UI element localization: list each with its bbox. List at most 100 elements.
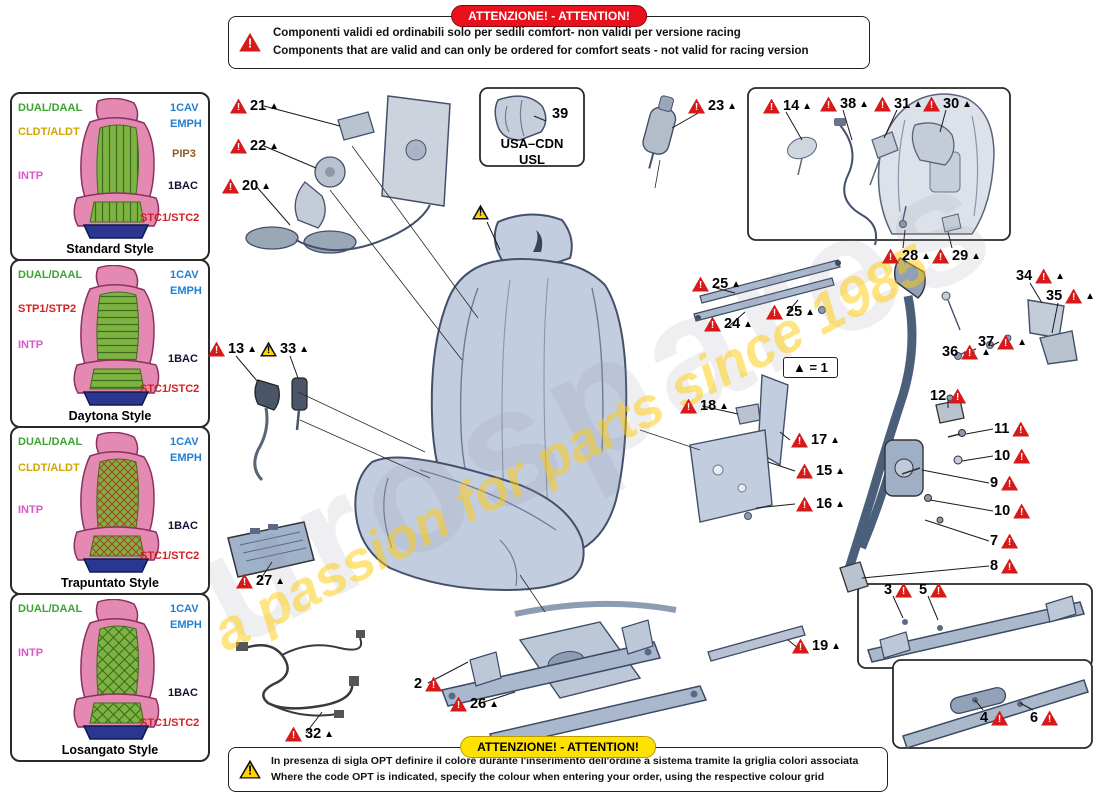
part-marker-23[interactable]: !23▲ [688, 98, 737, 114]
trim-code-label: 1BAC [168, 180, 198, 192]
part-marker-10[interactable]: 10! [994, 448, 1031, 464]
part-marker-16[interactable]: !16▲ [796, 496, 845, 512]
trim-code-label: CLDT/ALDT [18, 126, 80, 138]
part-marker-13[interactable]: !13▲ [208, 341, 257, 357]
part-marker-11[interactable]: 11! [994, 421, 1030, 437]
red-warning-triangle-icon: ! [1001, 475, 1019, 491]
part-marker-33[interactable]: !33▲ [260, 341, 309, 357]
trim-code-label: STC1/STC2 [140, 212, 200, 224]
quantity-triangle-icon: ▲ [831, 640, 842, 652]
seat-style-illustration [73, 599, 160, 740]
part-marker-14[interactable]: !14▲ [763, 98, 812, 114]
trim-code-label: 1CAV [170, 436, 199, 448]
part-marker-28[interactable]: !28▲ [882, 248, 931, 264]
part-marker-9[interactable]: 9! [990, 475, 1019, 491]
quantity-triangle-icon: ▲ [731, 278, 742, 290]
red-warning-triangle-icon: ! [930, 582, 948, 598]
quantity-triangle-icon: ▲ [962, 98, 973, 110]
trim-code-label: DUAL/DAAL [18, 269, 83, 281]
trim-code-label: 1CAV [170, 269, 199, 281]
part-marker-5[interactable]: 5! [919, 582, 948, 598]
part-marker-10[interactable]: 10! [994, 503, 1031, 519]
part-marker-8[interactable]: 8! [990, 558, 1019, 574]
part-number: 6 [1030, 710, 1039, 726]
trim-code-label: 1BAC [168, 687, 198, 699]
bottom-attention-banner: ATTENZIONE! - ATTENTION! ! In presenza d… [228, 736, 888, 792]
part-marker-6[interactable]: 6! [1030, 710, 1059, 726]
part-marker-35[interactable]: 35!▲ [1046, 288, 1095, 304]
red-warning-triangle-icon: ! [1001, 558, 1019, 574]
red-warning-triangle-icon: ! [688, 98, 705, 114]
red-warning-triangle-icon: ! [1035, 268, 1053, 284]
part-marker-38[interactable]: !38▲ [820, 96, 869, 112]
part-marker-20[interactable]: !20▲ [222, 178, 271, 194]
quantity-triangle-icon: ▲ [859, 98, 870, 110]
part-marker-24[interactable]: !24▲ [704, 316, 753, 332]
part-marker-17[interactable]: !17▲ [791, 432, 840, 448]
trim-code-label: STC1/STC2 [140, 383, 200, 395]
red-warning-triangle-icon: ! [820, 96, 837, 112]
part-number-39[interactable]: 39 [552, 106, 569, 122]
red-warning-triangle-icon: ! [949, 388, 967, 404]
trim-code-label: EMPH [170, 285, 202, 297]
part-marker-4[interactable]: 4! [980, 710, 1009, 726]
part-marker-27[interactable]: !27▲ [236, 573, 285, 589]
trim-code-label: DUAL/DAAL [18, 436, 83, 448]
red-warning-triangle-icon: ! [222, 178, 239, 194]
part-marker-7[interactable]: 7! [990, 533, 1019, 549]
part-marker-22[interactable]: !22▲ [230, 138, 279, 154]
part-number: 35 [1046, 288, 1063, 304]
part-marker-25[interactable]: !25▲ [766, 304, 815, 320]
quantity-triangle-icon: ▲ [719, 400, 730, 412]
quantity-triangle-icon: ▲ [727, 100, 738, 112]
red-warning-triangle-icon: ! [796, 496, 813, 512]
top-attention-banner: ATTENZIONE! - ATTENTION! ! Componenti va… [228, 5, 870, 69]
part-marker-37[interactable]: 37!▲ [978, 334, 1027, 350]
attention-banner-title: ATTENZIONE! - ATTENTION! [451, 5, 647, 27]
part-marker-3[interactable]: 3! [884, 582, 913, 598]
part-number: 15 [816, 463, 833, 479]
red-warning-triangle-icon: ! [932, 248, 949, 264]
banner-text-english: Where the code OPT is indicated, specify… [271, 770, 825, 783]
red-warning-triangle-icon: ! [791, 432, 808, 448]
quantity-triangle-icon: ▲ [805, 306, 816, 318]
quantity-triangle-icon: ▲ [261, 180, 272, 192]
trim-code-label: 1CAV [170, 603, 199, 615]
quantity-triangle-icon: ▲ [743, 318, 754, 330]
part-number: 24 [724, 316, 741, 332]
warning-triangle-icon: ! [239, 32, 261, 52]
style-title: Losangato Style [61, 743, 159, 757]
usa-cdn-label: USA–CDN USL [482, 136, 582, 167]
part-marker-31[interactable]: !31▲ [874, 96, 923, 112]
part-number: 14 [783, 98, 800, 114]
quantity-legend: ▲ = 1 [783, 357, 838, 378]
part-number: 37 [978, 334, 995, 350]
part-number: 23 [708, 98, 725, 114]
part-number: 38 [840, 96, 857, 112]
usa-cdn-line1: USA–CDN [500, 136, 564, 151]
trim-code-label: STP1/STP2 [18, 303, 77, 315]
part-marker-21[interactable]: !21▲ [230, 98, 279, 114]
red-warning-triangle-icon: ! [796, 463, 813, 479]
attention-banner-box: ! Componenti validi ed ordinabili solo p… [228, 16, 870, 69]
trim-code-label: PIP3 [172, 148, 196, 160]
part-marker-30[interactable]: !30▲ [923, 96, 972, 112]
part-marker-29[interactable]: !29▲ [932, 248, 981, 264]
part-marker-25[interactable]: !25▲ [692, 276, 741, 292]
part-marker-15[interactable]: !15▲ [796, 463, 845, 479]
quantity-triangle-icon: ▲ [802, 100, 813, 112]
part-marker-34[interactable]: 34!▲ [1016, 268, 1065, 284]
quantity-triangle-icon: ▲ [830, 434, 841, 446]
part-marker-26[interactable]: !26▲ [450, 696, 499, 712]
red-warning-triangle-icon: ! [997, 334, 1015, 350]
usa-cdn-line2: USL [519, 151, 545, 167]
red-warning-triangle-icon: ! [1013, 448, 1031, 464]
part-marker-18[interactable]: !18▲ [680, 398, 729, 414]
part-marker-2[interactable]: 2! [414, 676, 443, 692]
part-marker-12[interactable]: 12! [930, 388, 967, 404]
red-warning-triangle-icon: ! [208, 341, 225, 357]
part-marker-19[interactable]: !19▲ [792, 638, 841, 654]
part-number: 4 [980, 710, 989, 726]
part-number: 21 [250, 98, 267, 114]
